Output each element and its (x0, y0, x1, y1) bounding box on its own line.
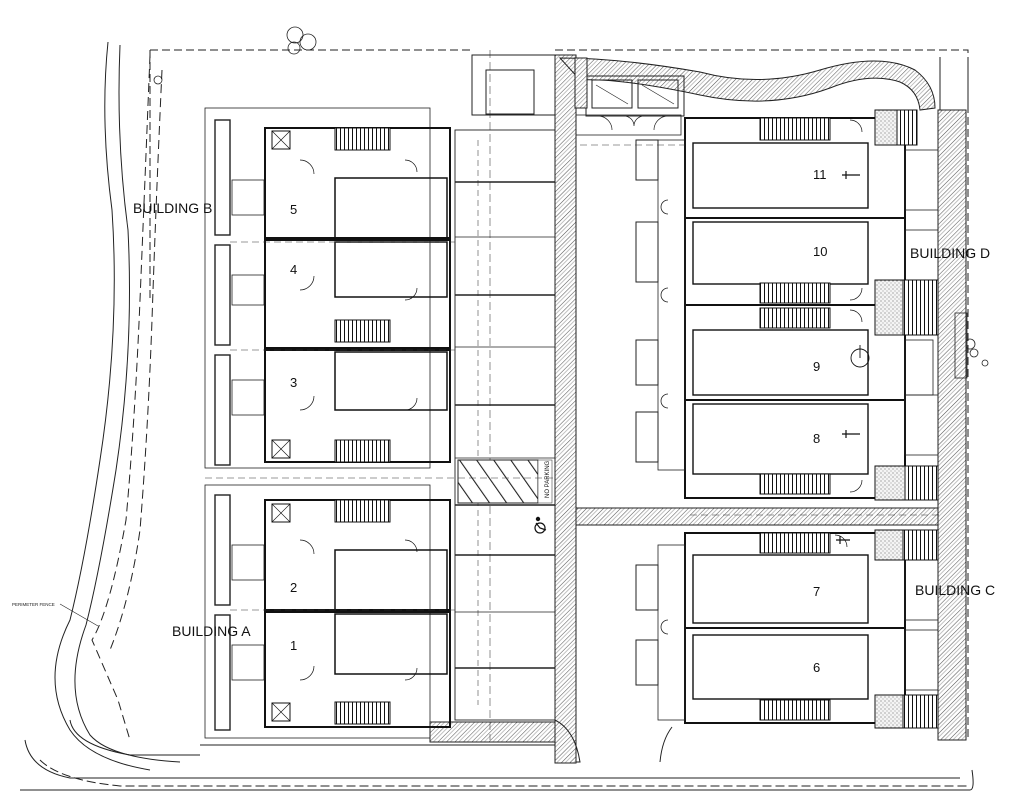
building-a-b-outline (204, 107, 431, 739)
unit-1-number: 1 (290, 638, 297, 653)
boundary-walls (429, 54, 967, 764)
bin-store (574, 57, 685, 131)
unit-2-number: 2 (290, 580, 297, 595)
building-b-label: BUILDING B (133, 200, 212, 216)
unit-10-number: 10 (813, 244, 827, 259)
unit-7-number: 7 (813, 584, 820, 599)
unit-9-number: 9 (813, 359, 820, 374)
left-units (264, 127, 451, 728)
building-d-label: BUILDING D (910, 245, 990, 261)
right-units (684, 117, 906, 724)
unit-8-number: 8 (813, 431, 820, 446)
external-stairs-right (874, 109, 939, 729)
accessible-parking-icon (534, 516, 547, 534)
no-parking-label: NO PARKING (545, 460, 551, 498)
no-parking-zone: NO PARKING (457, 459, 553, 504)
perimeter-fence-leader (59, 603, 99, 627)
perimeter-fence-note: PERIMETER FENCE (12, 602, 55, 607)
unit-4-number: 4 (290, 262, 297, 277)
left-parking (454, 50, 556, 740)
building-c-label: BUILDING C (915, 582, 995, 598)
building-a-label: BUILDING A (172, 623, 251, 639)
level-markers (836, 171, 870, 544)
right-patios (635, 139, 968, 721)
unit-3-number: 3 (290, 375, 297, 390)
unit-6-number: 6 (813, 660, 820, 675)
entrance-block (471, 54, 556, 116)
dashed-lines (205, 144, 940, 611)
unit-11-number: 11 (813, 167, 827, 182)
unit-5-number: 5 (290, 202, 297, 217)
site-boundary (20, 41, 974, 791)
